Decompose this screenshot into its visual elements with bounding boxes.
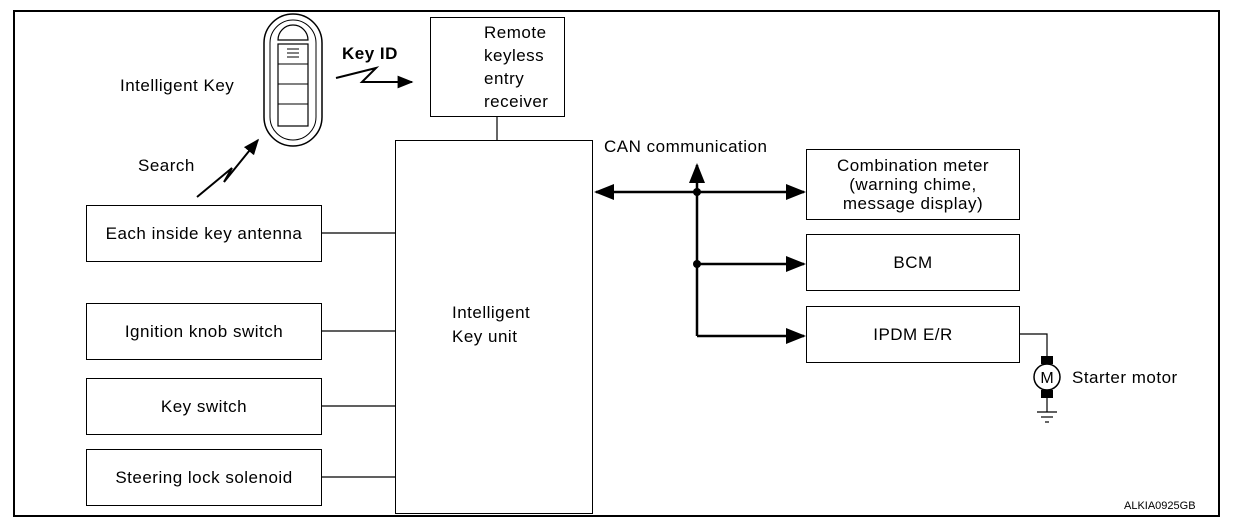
ignition-label: Ignition knob switch (124, 321, 284, 341)
meter-line: (warning chime, (849, 175, 977, 194)
unit-line: Intelligent (452, 303, 531, 322)
starter-motor-label: Starter motor (1072, 368, 1178, 387)
figure-code: ALKIA0925GB (1124, 500, 1196, 512)
can-communication-label: CAN communication (604, 137, 768, 156)
diagram-frame (13, 10, 1220, 517)
receiver-line: receiver (484, 92, 549, 111)
key-switch-box: Key switch (86, 378, 322, 435)
search-label: Search (138, 156, 195, 175)
meter-line: Combination meter (836, 156, 990, 175)
intelligent-key-fob-icon (263, 13, 323, 147)
starter-motor-icon: M (1033, 363, 1061, 391)
key-id-label: Key ID (342, 44, 398, 63)
intelligent-key-label: Intelligent Key (120, 76, 235, 95)
ipdm-label: IPDM E/R (873, 324, 953, 344)
key-switch-label: Key switch (160, 396, 248, 416)
receiver-line: Remote (484, 23, 547, 42)
key-id-signal-arrow (335, 66, 414, 89)
receiver-line: keyless (484, 46, 545, 65)
remote-keyless-entry-receiver: Remote keyless entry receiver (430, 17, 565, 117)
meter-line: message display) (842, 194, 984, 213)
receiver-line: entry (484, 69, 525, 88)
ignition-knob-switch-box: Ignition knob switch (86, 303, 322, 360)
motor-symbol: M (1040, 370, 1053, 387)
combination-meter-box: Combination meter (warning chime, messag… (806, 149, 1020, 220)
unit-line: Key unit (452, 327, 518, 346)
antenna-label: Each inside key antenna (105, 223, 303, 243)
bcm-label: BCM (893, 252, 933, 272)
ipdm-er-box: IPDM E/R (806, 306, 1020, 363)
bcm-box: BCM (806, 234, 1020, 291)
intelligent-key-unit: Intelligent Key unit (395, 140, 593, 514)
each-inside-key-antenna-box: Each inside key antenna (86, 205, 322, 262)
search-signal-arrow (196, 138, 260, 198)
steering-lock-solenoid-box: Steering lock solenoid (86, 449, 322, 506)
steering-label: Steering lock solenoid (115, 467, 293, 487)
ground-icon (1037, 411, 1057, 423)
